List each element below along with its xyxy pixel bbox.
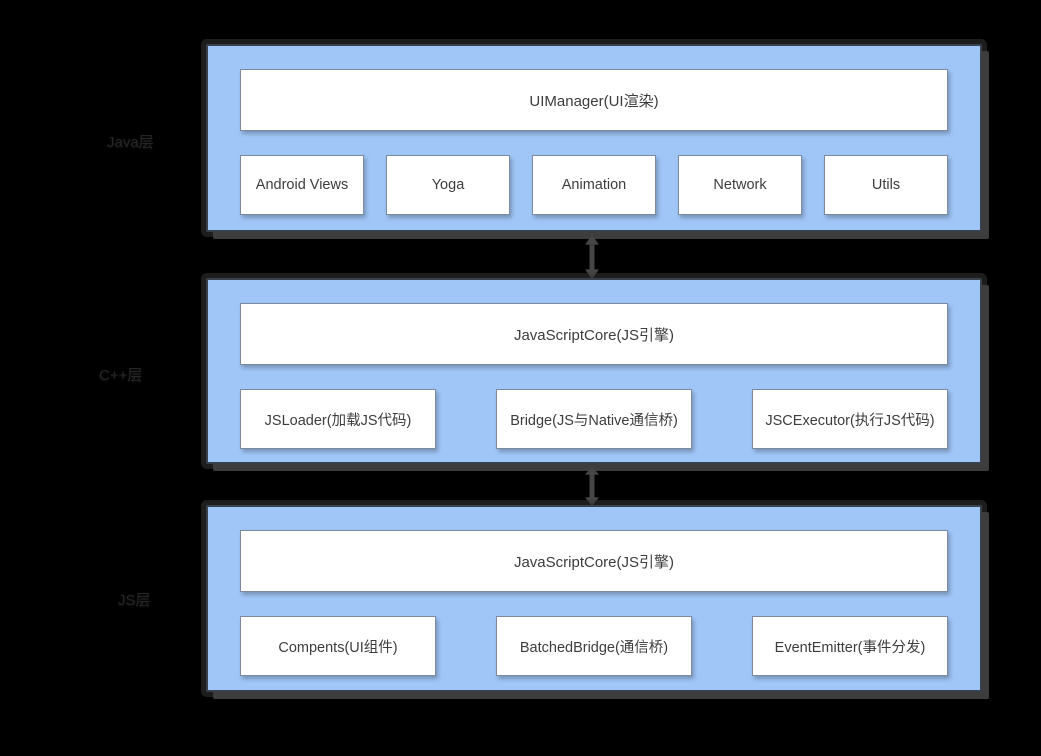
box-network: Network: [678, 155, 802, 215]
layer-title-javascriptcore-cpp: JavaScriptCore(JS引擎): [240, 303, 948, 365]
box-android-views: Android Views: [240, 155, 364, 215]
box-eventemitter: EventEmitter(事件分发): [752, 616, 948, 676]
side-label-java-layer: Java层: [107, 134, 154, 151]
layer-cpp-box-row: JSLoader(加载JS代码) Bridge(JS与Native通信桥) JS…: [240, 389, 948, 449]
layer-container-cpp: JavaScriptCore(JS引擎) JSLoader(加载JS代码) Br…: [206, 278, 982, 464]
layer-title-uimanager: UIManager(UI渲染): [240, 69, 948, 131]
box-animation: Animation: [532, 155, 656, 215]
double-arrow-icon: [583, 466, 601, 506]
layer-title-javascriptcore-js: JavaScriptCore(JS引擎): [240, 530, 948, 592]
box-yoga: Yoga: [386, 155, 510, 215]
layer-container-java: UIManager(UI渲染) Android Views Yoga Anima…: [206, 44, 982, 232]
side-label-cpp-layer: C++层: [99, 367, 143, 384]
layer-js-box-row: Compents(UI组件) BatchedBridge(通信桥) EventE…: [240, 616, 948, 676]
box-compents: Compents(UI组件): [240, 616, 436, 676]
box-utils: Utils: [824, 155, 948, 215]
double-arrow-icon: [583, 235, 601, 279]
layer-container-js: JavaScriptCore(JS引擎) Compents(UI组件) Batc…: [206, 505, 982, 692]
box-bridge: Bridge(JS与Native通信桥): [496, 389, 692, 449]
box-jscexecutor: JSCExecutor(执行JS代码): [752, 389, 948, 449]
layer-java-box-row: Android Views Yoga Animation Network Uti…: [240, 155, 948, 215]
box-jsloader: JSLoader(加载JS代码): [240, 389, 436, 449]
side-label-js-layer: JS层: [118, 592, 151, 609]
box-batchedbridge: BatchedBridge(通信桥): [496, 616, 692, 676]
